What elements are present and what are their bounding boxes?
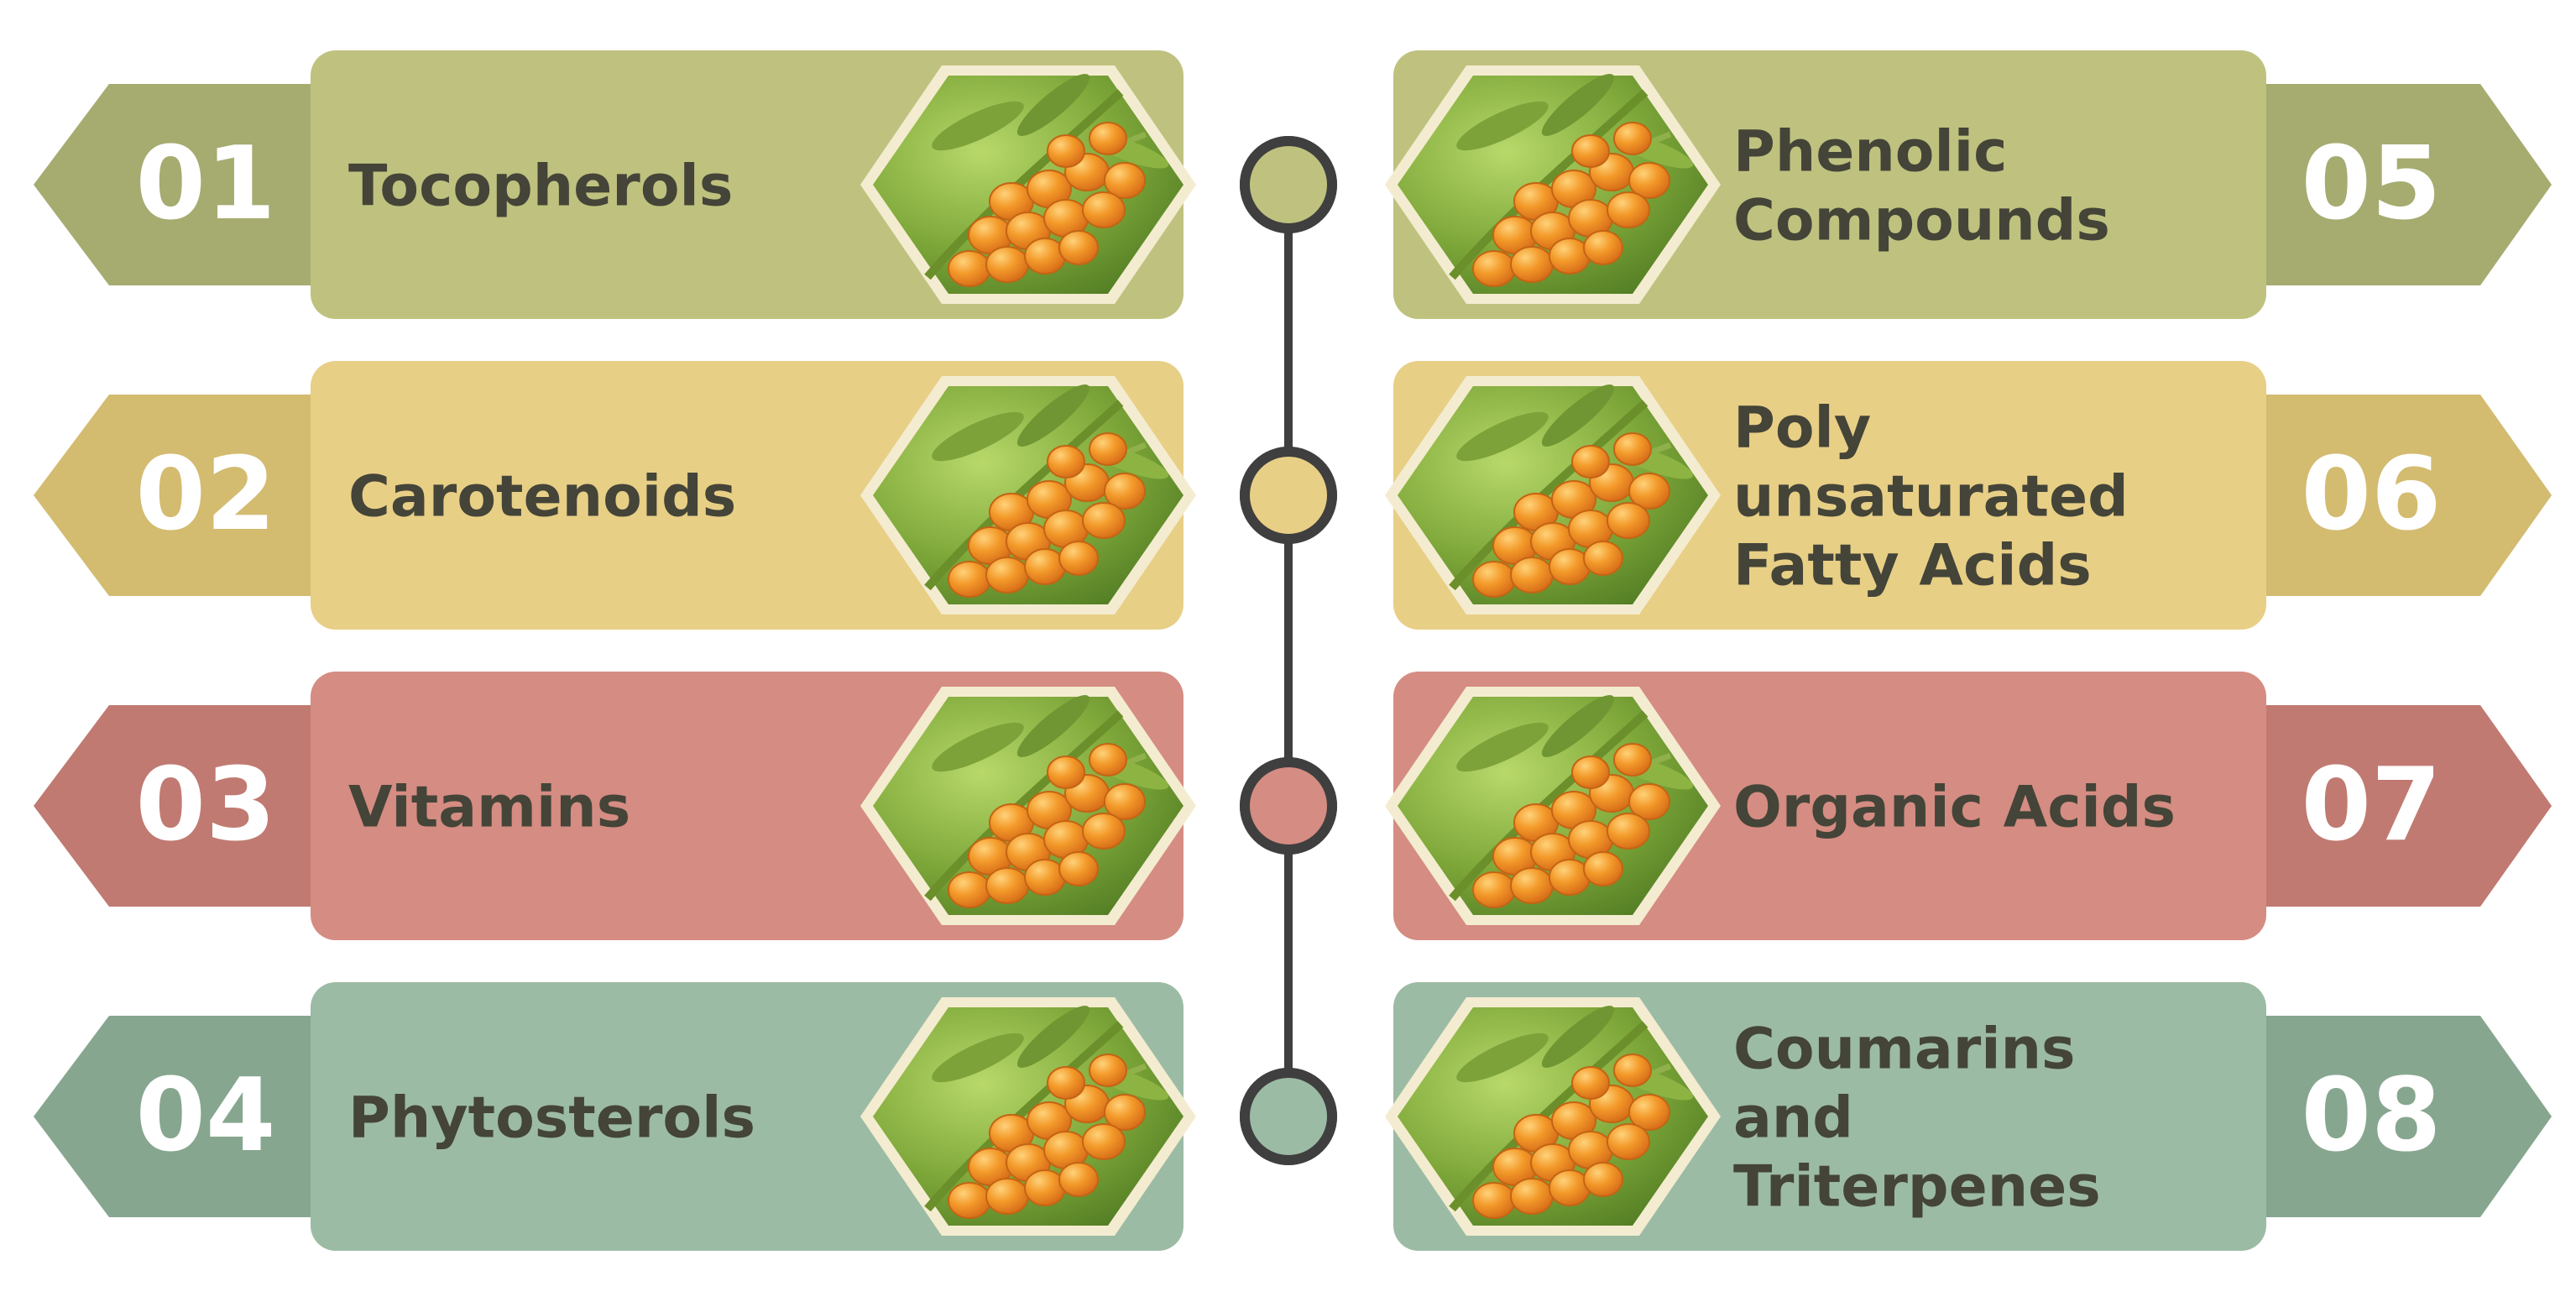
number-tab [2216, 1016, 2552, 1217]
item-label-line: and [1733, 1085, 1853, 1151]
number-tab [34, 705, 353, 907]
item-label-line: Coumarins [1733, 1016, 2076, 1082]
item-label-line: Vitamins [348, 774, 630, 840]
item-label-line: Carotenoids [348, 463, 736, 530]
number-tab [2216, 705, 2552, 907]
item-number: 04 [136, 1058, 276, 1174]
item-number: 06 [2302, 437, 2442, 553]
item-number: 05 [2302, 126, 2442, 243]
item-label-line: Organic Acids [1733, 774, 2176, 840]
item-label-line: Compounds [1733, 187, 2110, 254]
timeline-node [1240, 1068, 1337, 1165]
number-tab [2216, 84, 2552, 285]
timeline-node [1240, 757, 1337, 855]
sea-buckthorn-photo [1385, 376, 1721, 614]
item-04: 04 Phytosterols [34, 982, 1196, 1251]
item-label-line: Phenolic [1733, 118, 2007, 185]
sea-buckthorn-photo [860, 65, 1196, 304]
item-number: 01 [136, 126, 276, 243]
item-label-line: Fatty Acids [1733, 532, 2092, 599]
timeline-node [1240, 447, 1337, 544]
number-tab [34, 1016, 353, 1217]
item-label-line: Tocopherols [348, 153, 733, 219]
item-label-line: Phytosterols [348, 1085, 755, 1151]
sea-buckthorn-photo [1385, 997, 1721, 1236]
item-number: 03 [136, 747, 276, 864]
item-03: 03 Vitamins [34, 672, 1196, 940]
sea-buckthorn-photo [1385, 687, 1721, 925]
number-tab [34, 395, 353, 596]
item-label-line: Poly [1733, 395, 1871, 461]
sea-buckthorn-photo [1385, 65, 1721, 304]
item-label-line: unsaturated [1733, 463, 2129, 530]
sea-buckthorn-photo [860, 376, 1196, 614]
item-number: 08 [2302, 1058, 2442, 1174]
item-01: 01 Tocopherols [34, 50, 1196, 319]
sea-buckthorn-photo [860, 997, 1196, 1236]
number-tab [2216, 395, 2552, 596]
item-label-line: Triterpenes [1733, 1153, 2101, 1220]
item-number: 07 [2302, 747, 2442, 864]
item-02: 02 Carotenoids [34, 361, 1196, 630]
item-07: 07 Organic Acids [1385, 672, 2552, 940]
item-number: 02 [136, 437, 276, 553]
timeline-connector [1240, 136, 1337, 1165]
sea-buckthorn-photo [860, 687, 1196, 925]
number-tab [34, 84, 353, 285]
timeline-node [1240, 136, 1337, 233]
